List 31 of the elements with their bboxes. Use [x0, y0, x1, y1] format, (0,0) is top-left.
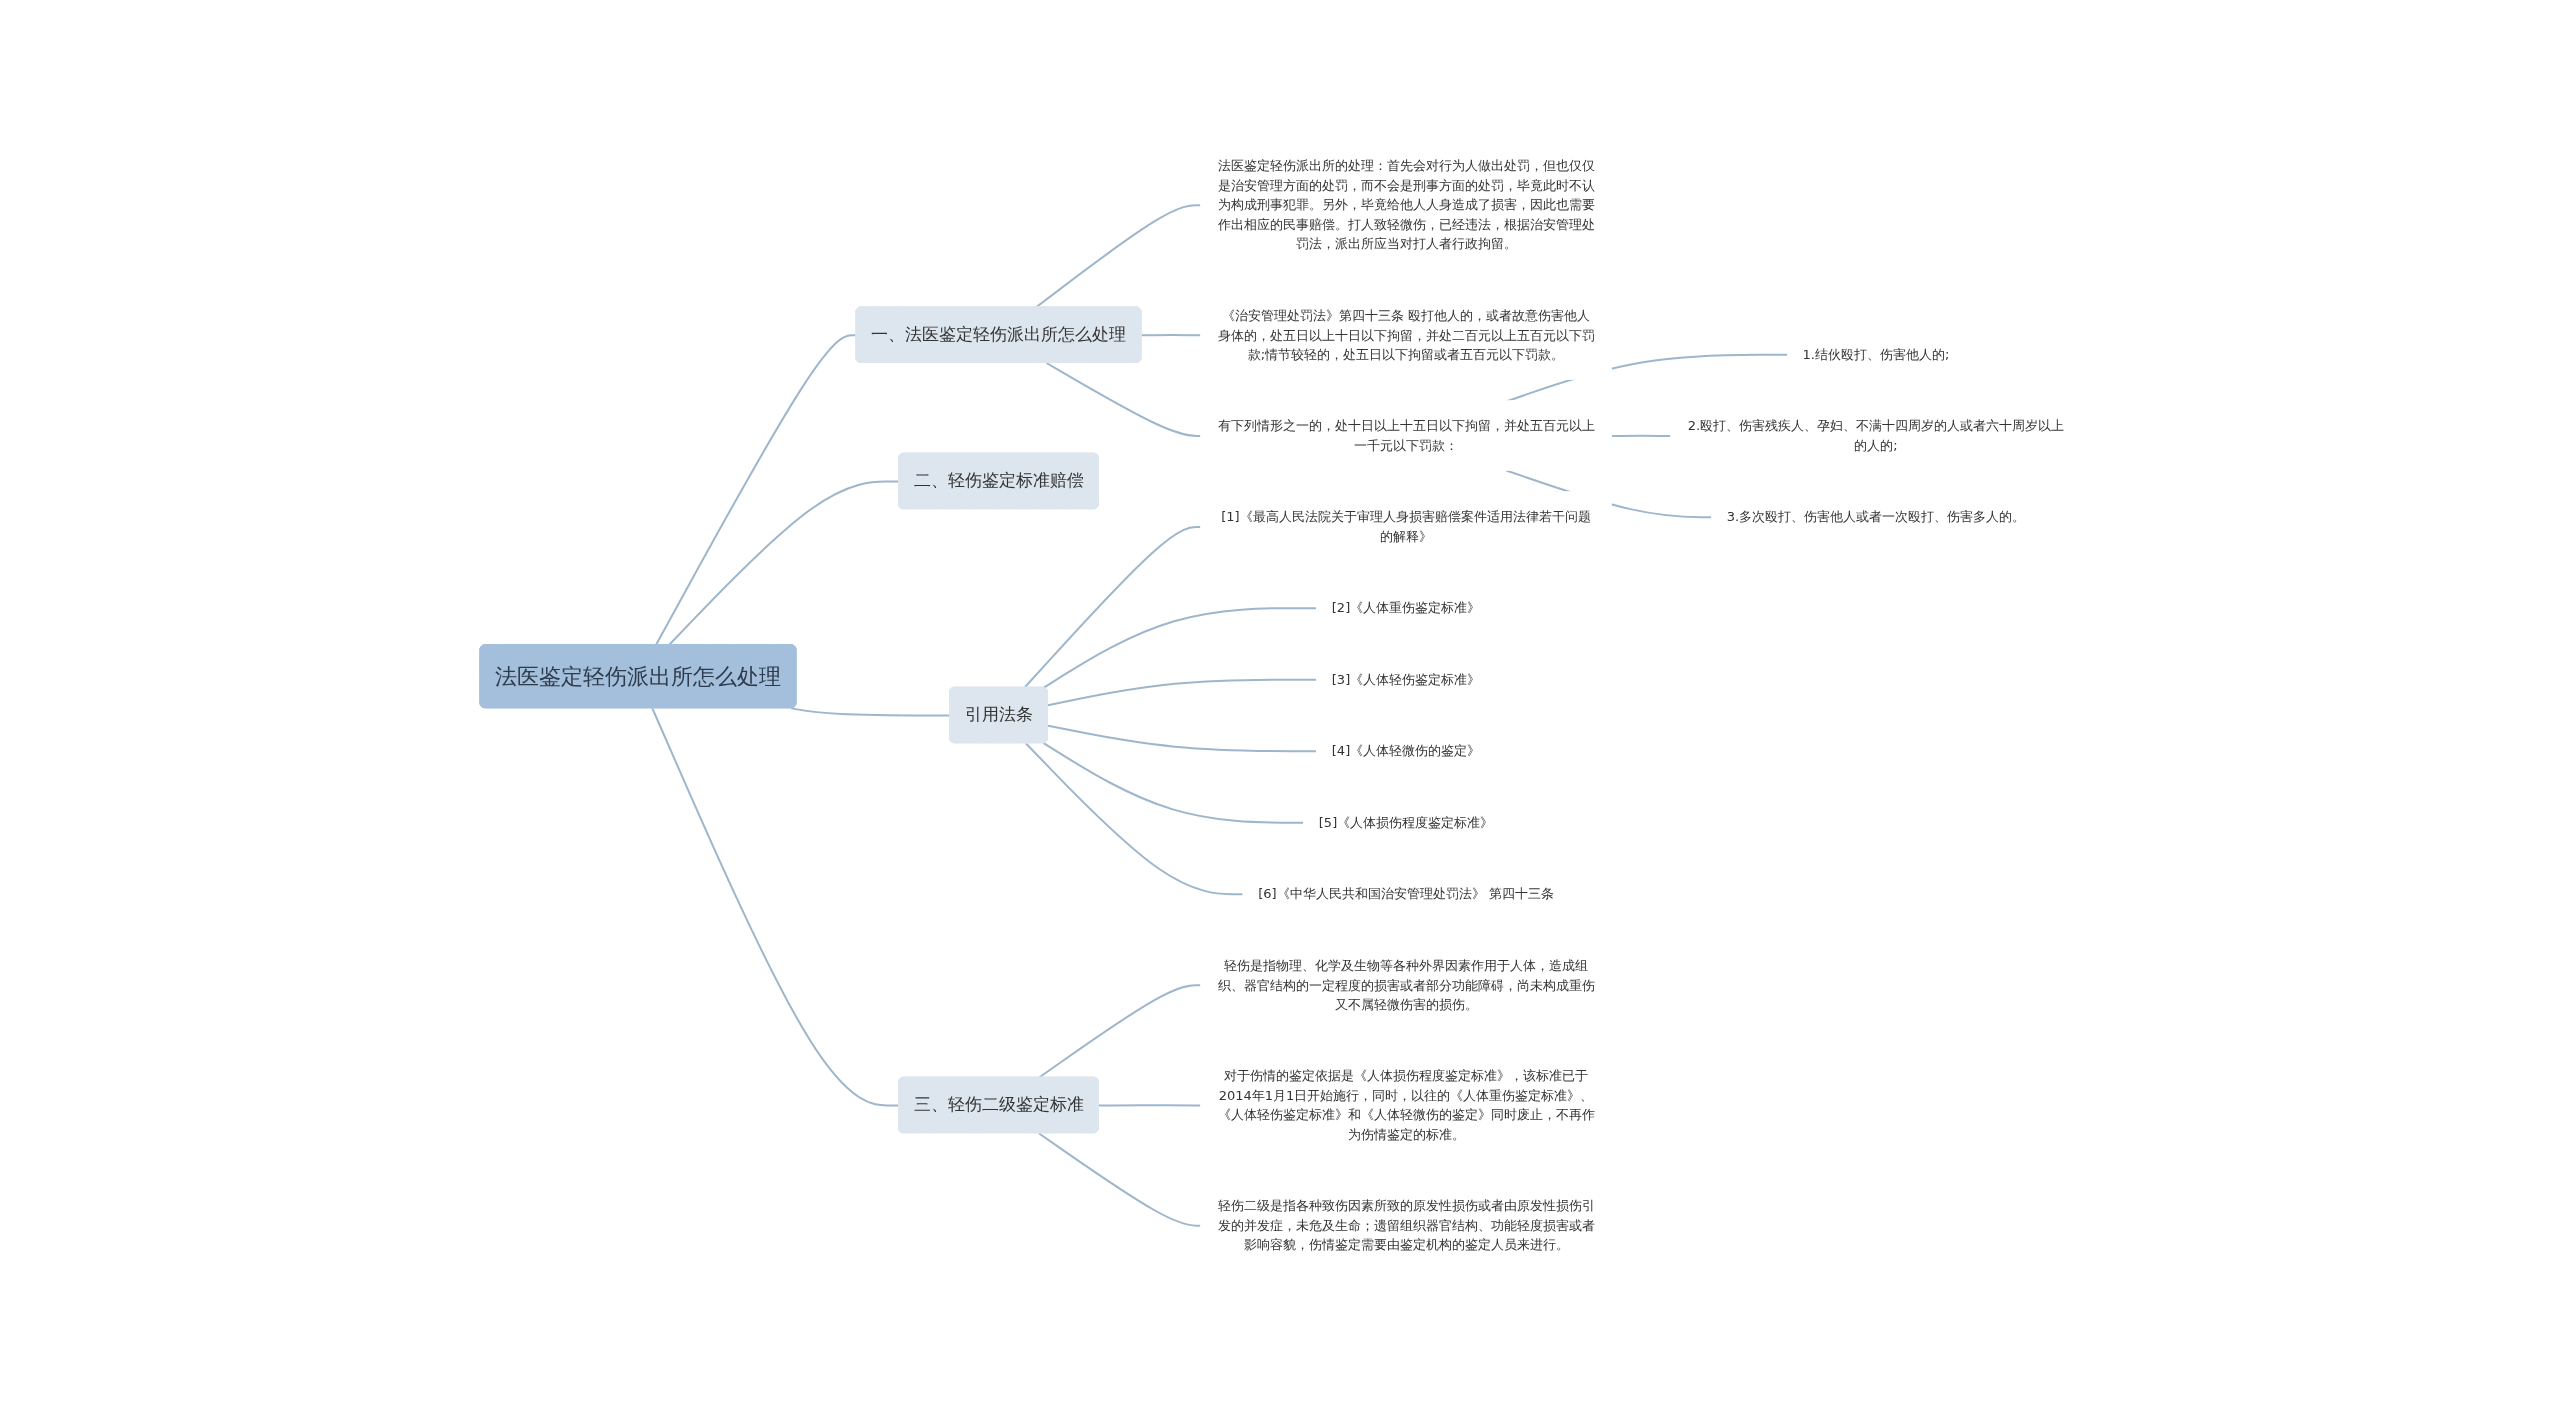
node-text: [2]《人体重伤鉴定标准》 — [1331, 600, 1480, 616]
node-text: [3]《人体轻伤鉴定标准》 — [1331, 671, 1480, 687]
connector — [1046, 724, 1318, 753]
node-text: 3.多次殴打、伤害他人或者一次殴打、伤害多人的。 — [1726, 509, 2025, 525]
node-text: 1.结伙殴打、伤害他人的; — [1802, 346, 1949, 362]
connector — [1140, 334, 1202, 337]
connector — [667, 480, 900, 647]
connector — [1045, 362, 1202, 438]
node-text: 2.殴打、伤害残疾人、孕妇、不满十四周岁的人或者六十周岁以上的人的; — [1687, 418, 2064, 453]
connector — [1037, 984, 1202, 1079]
connector — [1042, 742, 1305, 824]
node-text: 《治安管理处罚法》第四十三条 殴打他人的，或者故意伤害他人身体的，处五日以上十日以下拘留，并处二百元以上五百元以下罚款;情节较轻的，处五日以下拘留或者五百元以下罚款。 — [1217, 307, 1594, 362]
connector — [654, 334, 857, 647]
node-text: 有下列情形之一的，处十日以上十五日以下拘留，并处五百元以上一千元以下罚款： — [1217, 418, 1594, 453]
node-text: [4]《人体轻微伤的鉴定》 — [1331, 743, 1480, 759]
node-text: 法医鉴定轻伤派出所的处理：首先会对行为人做出处罚，但也仅仅是治安管理方面的处罚，而不会是刑事方面的处罚，毕竟此时不认为构成刑事犯罪。另外，毕竟给他人人身造成了损害，因此也需要作出相应的民事赔偿。打人致轻微伤，已经违法，根据治安管理处罚法，派出所应当对打人者行政拘留。 — [1217, 158, 1594, 252]
connector — [789, 707, 951, 717]
node-text: 轻伤二级是指各种致伤因素所致的原发性损伤或者由原发性损伤引发的并发症，未危及生命；遗留组织器官结构、功能轻度损害或者影响容貌，伤情鉴定需要由鉴定机构的鉴定人员来进行。 — [1217, 1198, 1594, 1253]
connector — [1097, 1104, 1202, 1107]
node-text: [1]《最高人民法院关于审理人身损害赔偿案件适用法律若干问题的解释》 — [1220, 509, 1591, 544]
connector — [1610, 434, 1672, 438]
node-text: [5]《人体损伤程度鉴定标准》 — [1318, 814, 1493, 830]
node-text: 轻伤是指物理、化学及生物等各种外界因素作用于人体，造成组织、器官结构的一定程度的损害或者部分功能障碍，尚未构成重伤又不属轻微伤害的损伤。 — [1217, 957, 1594, 1012]
connector — [650, 707, 900, 1107]
connector — [1022, 526, 1202, 689]
node-text: 对于伤情的鉴定依据是《人体损伤程度鉴定标准》，该标准已于2014年1月1日开始施行，同时，以往的《人体重伤鉴定标准》、《人体轻伤鉴定标准》和《人体轻微伤的鉴定》同时废止，不再作为伤情鉴定的标准。 — [1217, 1068, 1594, 1142]
node-text: [6]《中华人民共和国治安管理处罚法》 第四十三条 — [1257, 886, 1554, 902]
connector — [1037, 1132, 1202, 1227]
connector — [1042, 607, 1318, 690]
connector — [1046, 678, 1318, 707]
connector — [1034, 204, 1202, 309]
